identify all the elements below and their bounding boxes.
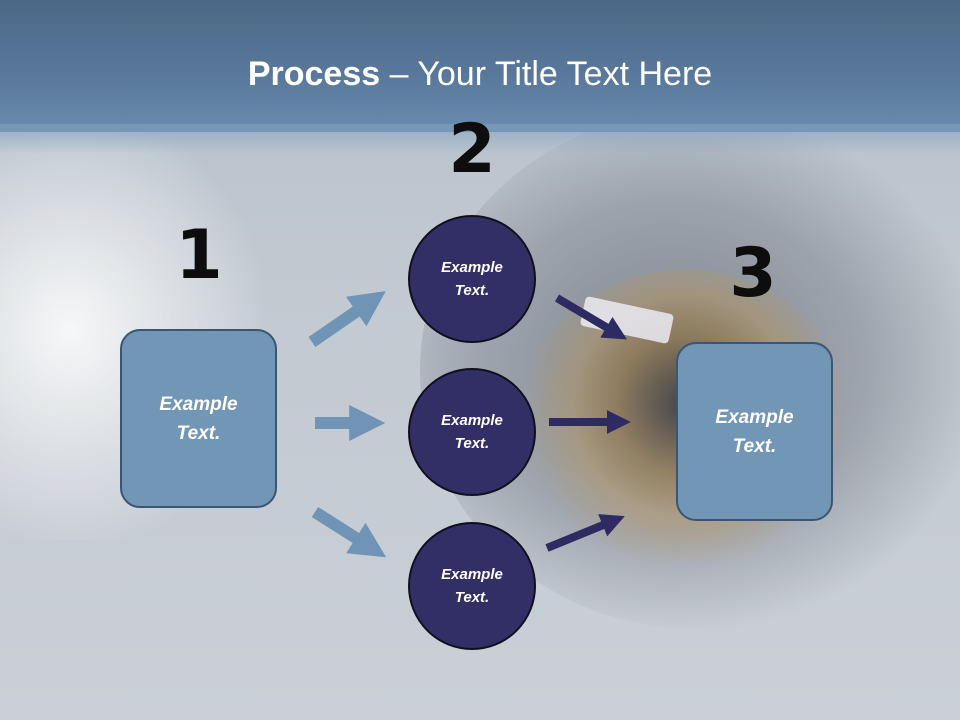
step-number-2: 2	[448, 110, 496, 189]
slide-title: Process – Your Title Text Here	[0, 52, 960, 96]
arrow-bottom-to-right	[545, 514, 625, 552]
circle-middle-text: Example Text.	[441, 412, 503, 452]
circle-middle: Example Text.	[408, 368, 536, 496]
circle-bottom-text: Example Text.	[441, 566, 503, 606]
arrow-top-to-right	[554, 294, 628, 340]
left-process-box: Example Text.	[120, 329, 277, 508]
title-rest-text: – Your Title Text Here	[380, 55, 713, 93]
circle-top-text: Example Text.	[441, 259, 503, 299]
title-band-fade	[0, 124, 960, 154]
right-box-text: Example Text.	[715, 406, 794, 457]
left-box-text: Example Text.	[159, 393, 238, 444]
circle-bottom: Example Text.	[408, 522, 536, 650]
arrow-left-to-top	[308, 291, 386, 347]
title-bold-text: Process	[247, 55, 381, 93]
step-number-3: 3	[729, 234, 777, 313]
title-band	[0, 0, 960, 132]
right-process-box: Example Text.	[676, 342, 833, 521]
step-number-1: 1	[175, 216, 223, 295]
circle-top: Example Text.	[408, 215, 536, 343]
arrow-left-to-bottom	[311, 506, 387, 558]
